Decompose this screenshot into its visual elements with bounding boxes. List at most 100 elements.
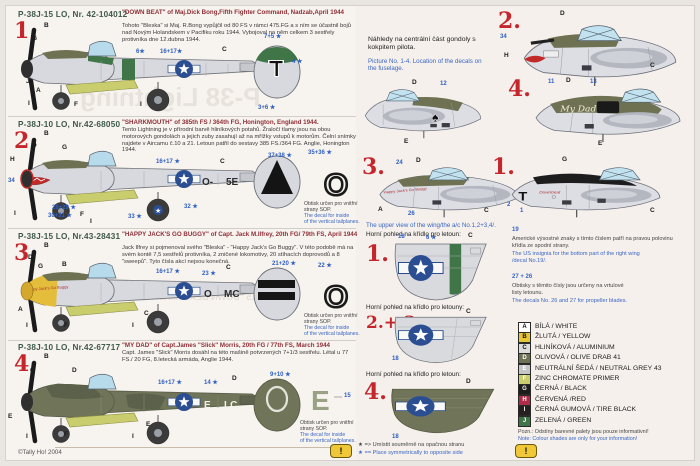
black-bar-marking [258,292,295,300]
aircraft-description: Jack Ilfrey si pojmenoval svého "Bleska"… [122,245,354,265]
decal-ref-label: C [484,207,489,214]
decal-ref-label: 33 ★ [128,214,142,220]
nose-art-text: My Dad [559,105,596,114]
color-name: HLINÍKOVÁ / ALUMINIUM [535,344,615,351]
spinner [20,281,34,301]
spinner [20,169,34,189]
note27-cs: listy letounu. [512,290,544,296]
note19-cs: křídla ze spodní strany. [512,243,570,249]
aircraft-serial-header: P-38J-10 LO, Nr.42-68050 [18,120,121,129]
fuselage-view-number: 3. [362,154,385,180]
decal-ref-label: J [26,78,30,85]
decal-number-label: 15 [344,393,351,399]
decal-ref-label: 16+17★ [160,49,183,55]
fuselage-view-1: T Downbeat [511,167,661,218]
decal-ref-label: C [222,46,227,53]
decal-ref-label: 13 [590,79,597,85]
anti-glare-panel [42,272,90,281]
canopy [87,40,117,57]
decal-ref-label: B [44,242,49,249]
color-swatch: G [518,384,531,395]
decal-ref-label: C [220,158,225,165]
nose-mark-T: T [518,190,527,203]
wing-view-number: 4. [364,379,387,405]
decal-caption: strany SOP. [304,319,332,325]
decal-ref-label: 14 ★ [204,380,218,386]
decal-ref-label: G [562,156,568,163]
decal-ref-label: I [140,101,142,108]
color-swatch: B [518,332,531,343]
black-anti-glare [532,173,637,186]
decal-caption: Obtisk určen pro vnitřní [304,201,358,207]
fin-circle-marking [265,385,289,413]
wing-view-number: 1. [366,241,389,267]
decal-ref-label: 11 [548,79,555,85]
decal-ref-label: 32 ★ [184,204,198,210]
green-band [122,59,135,80]
spade-emblem: ♠ [432,110,439,124]
decal-ref-label: F [64,322,68,329]
decal-ref-label: I [26,322,28,329]
aircraft-description: Tohoto "Bleska" si Maj. R.Bong vypůjčil … [122,23,352,43]
color-swatch: H [518,395,531,406]
fuselage-view-number: 2. [498,8,521,34]
decal-ref-label: 7+5 ★ [264,34,282,40]
wheel-star: ★ [155,207,161,215]
aircraft-description: Tento Lightning je v přírodní barvě hlin… [122,127,356,154]
p38-side-view-4: E LC [21,360,301,445]
decal-ref-label: 18 [398,234,405,240]
decal-ref-label: G [62,144,68,151]
fuselage-intro-cs: Náhledy na centrální část gondoly s kokp… [368,36,476,51]
decal-ref-label: 16+17 ★ [156,269,180,275]
canopy [87,262,117,279]
footer-rule [55,447,331,448]
decal-ref-label: 18 [392,356,399,362]
decal-ref-label: D [32,142,37,149]
code-letter: MC [224,289,240,300]
decal-ref-label: E [146,421,151,428]
aircraft-title: "DOWN BEAT" of Maj.Dick Bong,Fifth Fight… [122,9,344,16]
svg-text:O: O [324,167,348,202]
decal-ref-label: E [8,413,13,420]
color-name: ZELENÁ / GREEN [535,417,592,424]
yellow-nose [22,274,58,307]
color-name: ŽLUTÁ / YELLOW [535,333,591,340]
svg-text:O: O [324,279,348,314]
tail-fin [253,378,301,432]
symmetry-note-en: ★ == Place symmetrically to opposite sid… [358,450,463,456]
copyright: ©Tally Ho! 2004 [18,449,62,456]
aircraft-serial-header: P-38J-15 LO, Nr. 42-104012 [18,10,128,19]
decal-ref-label: D [560,10,565,17]
section-divider [8,228,356,229]
aircraft-description: Capt. James "Slick" Morris dosáhl na tét… [122,350,349,363]
fuselage-view-4-right: My Dad [535,88,681,143]
nose-art-text: Happy Jack's Go Buggy [383,187,427,195]
color-swatch: D [518,353,531,364]
fuselage-view-2 [523,25,677,86]
note27-number: 27 + 26 [512,274,533,280]
note27-cs: Obtisky s těmito čísly jsou určeny na vr… [512,283,624,289]
decal-ref-label: B [44,353,49,360]
decal-ref-label: 2 [507,202,511,208]
tail-decal-O: O [323,166,350,204]
decal-ref-label: 1 [520,208,524,214]
decal-caption: of the vertical tailplanes. [300,438,356,444]
decal-ref-label: 21+20 ★ [272,261,296,267]
decal-caption: strany SOP. [304,207,332,213]
wing-view-2-3 [394,316,487,364]
decal-ref-label: B [62,261,67,268]
decal-caption: The decal for inside [304,213,350,219]
note19-en: The US insignia for the bottom part of t… [512,251,640,257]
color-swatch: A [518,322,531,333]
aircraft-section-4: P-38J-10 LO, Nr.42-67717 4. "MY DAD" of … [0,341,360,453]
decal-ref-label: G [38,263,44,270]
warning-icon: ! [330,444,352,458]
aircraft-serial-header: P-38J-15 LO, Nr.43-28431 [18,232,121,241]
decal-ref-label: 6★ [136,49,145,55]
decal-ref-label: G [30,367,36,374]
black-bar-marking [258,280,295,288]
decal-caption: strany SOP. [300,426,328,432]
decal-ref-label: C [226,264,231,271]
section-divider [8,340,356,341]
aircraft-section-2: P-38J-10 LO, Nr.42-68050 2. "SHARKMOUTH"… [0,118,360,230]
